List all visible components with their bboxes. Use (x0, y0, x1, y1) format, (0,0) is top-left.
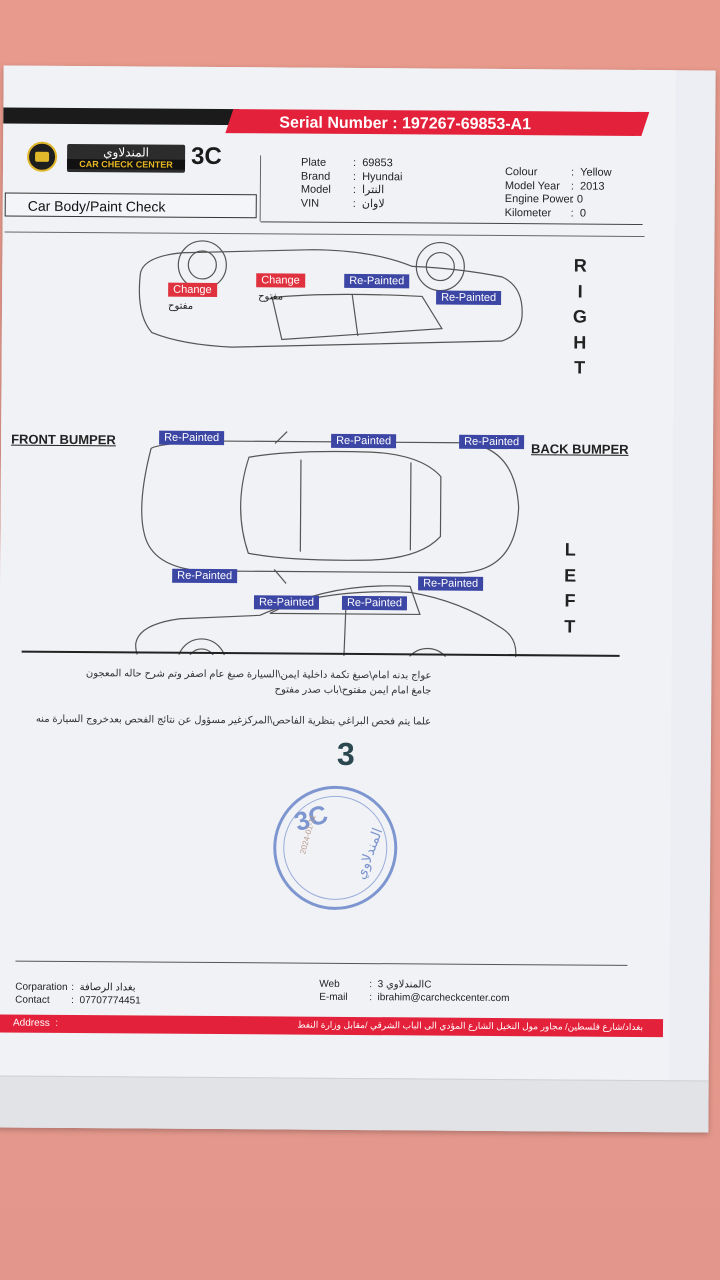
handwritten-number: 3 (336, 735, 355, 772)
tag-repainted-hood: Re-Painted (159, 430, 225, 446)
footer-contact-right: Web: المندلاوي 3C E-mail: ibrahim@carche… (319, 978, 510, 1005)
info-row-vin: VIN: لاوان (300, 197, 385, 210)
paper-bottom-edge (0, 1075, 709, 1133)
logo-3c: 3C (190, 142, 222, 171)
info-row-colour: Colour: Yellow (504, 166, 612, 179)
info-row-plate: Plate: 69853 (301, 156, 393, 170)
logo-arabic-text: المندلاوي (103, 145, 150, 160)
tag-repainted-rear-door-left: Re-Painted (341, 595, 408, 611)
info-underline (260, 221, 643, 225)
vehicle-info-left: Plate: 69853 Brand: Hyundai Model: النتر… (301, 157, 403, 212)
footer-contact-left: Corparation: بغداد الرصافة Contact: 0770… (15, 981, 141, 1007)
car-right-side-view (138, 240, 523, 348)
company-stamp: 3C 2024-01-11 المندلاوي (272, 785, 398, 911)
header-black-bar (3, 107, 240, 126)
info-divider (259, 155, 262, 222)
report-page: Serial Number : 197267-69853-A1 المندلاو… (0, 65, 676, 1081)
info-row-kilometer: Kilometer: 0 (504, 206, 587, 220)
tag-change-door-right: Change (256, 273, 305, 288)
tag-repainted-roof: Re-Painted (331, 433, 397, 449)
inspection-note-2: جامغ امام ايمن مفتوح\باب صدر مفتوح (274, 684, 432, 697)
car-left-side-view (135, 585, 517, 658)
info-row-model: Model: النترا (300, 183, 385, 197)
car-top-view (141, 431, 520, 584)
info-row-model-year: Model Year: 2013 (504, 179, 605, 193)
serial-number: Serial Number : 197267-69853-A1 (279, 114, 531, 134)
logo-english-text: CAR CHECK CENTER (66, 158, 186, 170)
tag-repainted-front-fender-left: Re-Painted (172, 568, 238, 584)
label-back-bumper: BACK BUMPER (531, 441, 629, 457)
tag-repainted-trunk: Re-Painted (459, 434, 525, 450)
tag-repainted-front-door-left: Re-Painted (253, 595, 320, 610)
note-open-rear-right: مفتوح (168, 300, 194, 312)
logo-seal-icon (26, 141, 58, 172)
address-value: بغداد/شارع فلسطين/ مجاور مول النخيل الشا… (297, 1019, 644, 1033)
serial-label: Serial Number : (279, 114, 398, 133)
serial-value: 197267-69853-A1 (401, 115, 532, 134)
info-row-engine-power: Engine Power: 0 (504, 193, 584, 206)
inspection-note-1: عواج بدنه امام\صبغ تكمة داخلية ايمن\السي… (85, 668, 432, 682)
address-label: Address : (12, 1017, 59, 1029)
tag-change-rear-right: Change (168, 282, 217, 298)
vehicle-info-right: Colour: Yellow Model Year: 2013 Engine P… (505, 166, 612, 221)
tag-repainted-front-door-right: Re-Painted (344, 273, 410, 289)
tag-repainted-front-fender-right: Re-Painted (436, 290, 502, 306)
label-front-bumper: FRONT BUMPER (11, 431, 116, 448)
disclaimer-note: علما يتم فحص البراغي بنظرية الفاحص\المرك… (35, 713, 432, 728)
company-logo: المندلاوي CAR CHECK CENTER (66, 143, 186, 173)
note-open-door-right: مفتوح (258, 291, 284, 303)
info-row-brand: Brand: Hyundai (300, 170, 403, 183)
tag-repainted-rear-fender-left: Re-Painted (418, 576, 484, 591)
inspection-report-sheet: Serial Number : 197267-69853-A1 المندلاو… (0, 65, 716, 1133)
address-bar: Address : بغداد/شارع فلسطين/ مجاور مول ا… (0, 1014, 664, 1038)
footer-divider (15, 960, 628, 966)
section-title: Car Body/Paint Check (4, 192, 257, 219)
car-diagram (135, 240, 523, 658)
